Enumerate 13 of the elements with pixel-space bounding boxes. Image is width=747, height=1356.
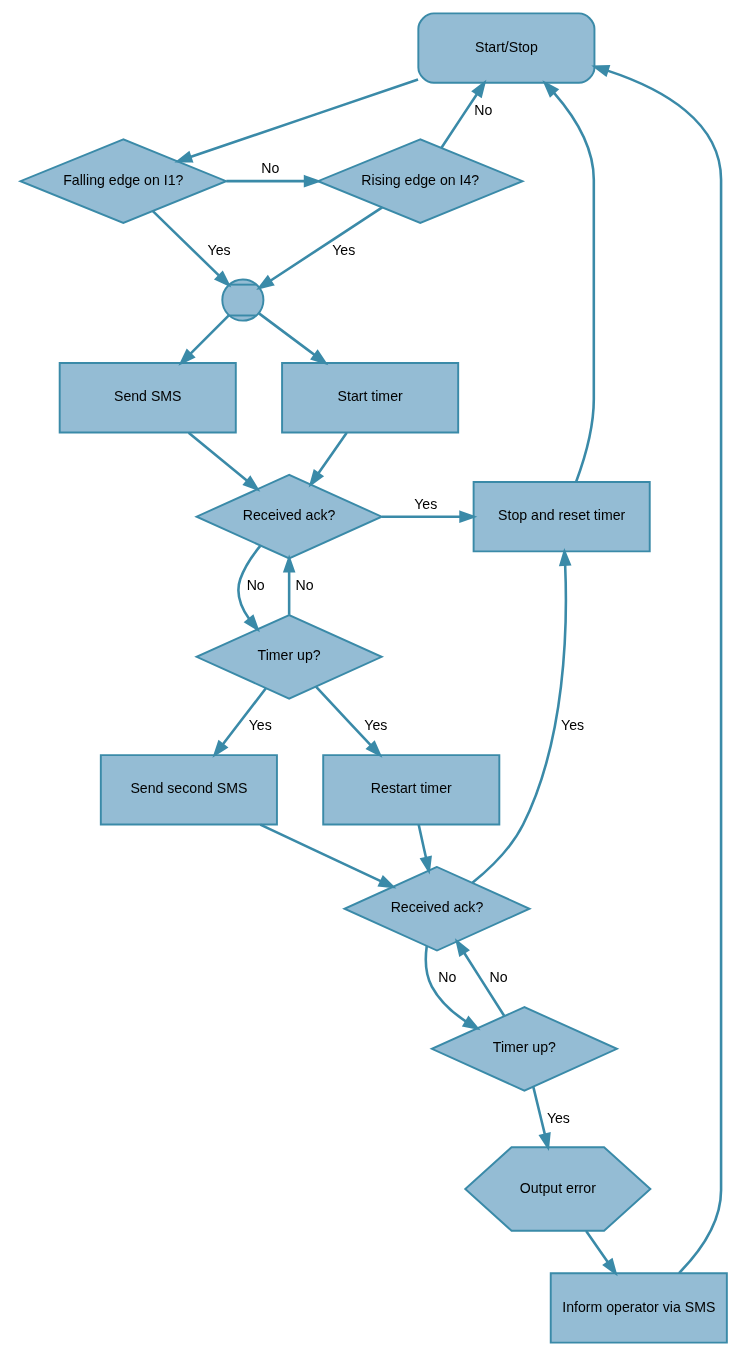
edge-label: No — [246, 577, 265, 594]
edge-label: No — [295, 577, 314, 594]
edge-label: Yes — [332, 241, 356, 258]
edge-label: No — [489, 969, 508, 986]
edge-label: Yes — [561, 717, 585, 734]
edge-label: No — [261, 160, 280, 177]
edge-label: Yes — [207, 241, 231, 258]
edge-label: No — [474, 101, 493, 118]
edge-label: Yes — [546, 1109, 570, 1126]
edge-label: No — [438, 969, 457, 986]
edge-label: Yes — [248, 717, 272, 734]
edge-label: Yes — [414, 495, 438, 512]
edge-label: Yes — [364, 717, 388, 734]
